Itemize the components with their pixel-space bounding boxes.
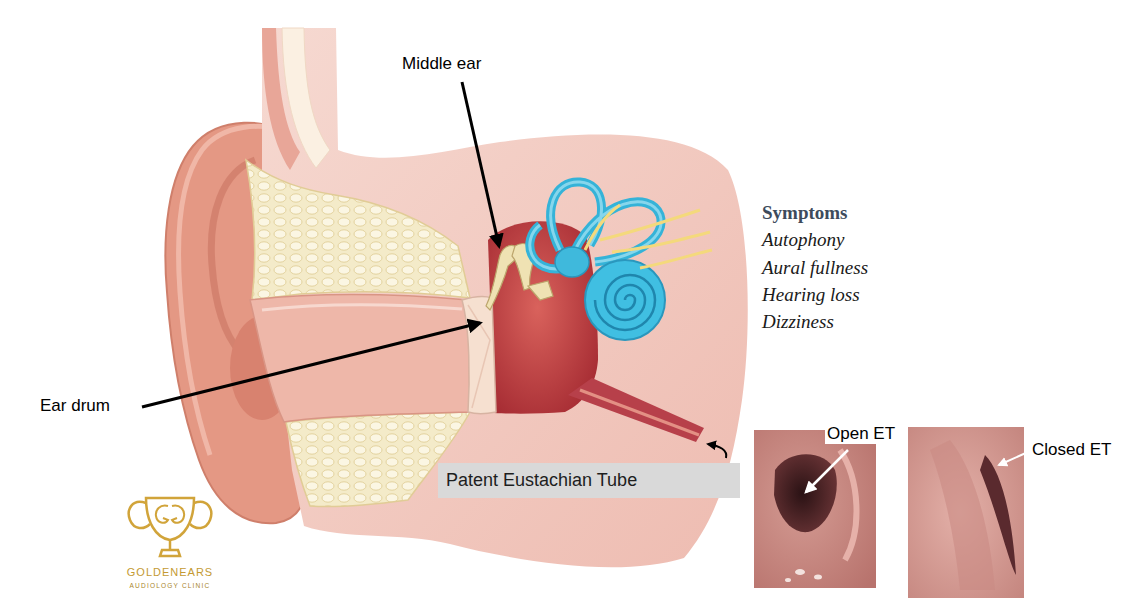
part-label: Middle ear <box>402 54 481 74</box>
logo-glyph <box>172 506 184 523</box>
nerves <box>640 250 712 268</box>
eustachian-tube <box>568 378 704 442</box>
cup-handle <box>190 502 211 528</box>
torus-fold <box>840 450 856 560</box>
curved-arrow <box>708 444 726 458</box>
cup-bowl <box>146 498 194 540</box>
endoscope-photo-open <box>754 430 876 588</box>
cochlea <box>585 260 665 340</box>
leader-arrow <box>142 323 480 407</box>
box-text: Patent Eustachian Tube <box>446 470 732 491</box>
tube-slit <box>980 455 1016 575</box>
symptom-item: Autophony <box>762 229 844 251</box>
nerves <box>585 205 712 268</box>
tube-lumen <box>580 390 699 435</box>
ear-canal <box>250 295 470 422</box>
vestibule <box>555 247 589 277</box>
cup-base <box>160 550 180 556</box>
list-heading: Symptoms <box>762 202 848 224</box>
canal-lining <box>262 305 462 310</box>
label-box: Patent Eustachian Tube <box>438 463 740 498</box>
nerves <box>600 210 700 240</box>
logo-tagline: AUDIOLOGY CLINIC <box>130 582 211 589</box>
symptom-item: Dizziness <box>762 311 834 333</box>
clinic-logo <box>129 498 211 556</box>
endoscope-photo-open <box>785 578 791 582</box>
nerves <box>585 205 620 250</box>
photo-label: Open ET <box>825 424 897 444</box>
endoscope-photo-open <box>754 430 876 588</box>
ear-drum-cone <box>468 305 490 408</box>
logo-wordmark: GOLDENEARS <box>127 566 213 579</box>
photo-label: Closed ET <box>1032 440 1111 460</box>
canal-highlight <box>530 182 661 269</box>
logo-glyph <box>156 506 168 523</box>
ear-drum <box>462 297 496 414</box>
endoscope-photo-open <box>814 575 822 580</box>
endoscope-photo-closed <box>908 427 1024 598</box>
symptom-item: Hearing loss <box>762 284 860 306</box>
upper-bone <box>246 160 470 300</box>
nerves <box>612 232 710 252</box>
endoscope-photo-open <box>795 569 805 575</box>
tube-opening <box>774 454 837 532</box>
stapes <box>528 281 553 300</box>
cup-handle <box>129 502 150 528</box>
pointer-arrow <box>999 452 1028 465</box>
ossicles <box>486 244 553 310</box>
cartilage-layer <box>282 28 330 168</box>
cochlea-spiral <box>595 275 655 330</box>
pointer-arrow <box>806 450 848 492</box>
symptom-item: Aural fullness <box>762 257 868 279</box>
cup-stem <box>169 540 172 550</box>
endoscope-photo-closed <box>908 427 1024 598</box>
part-label: Ear drum <box>40 396 110 416</box>
inner-ear <box>530 182 665 340</box>
leader-arrow <box>462 82 499 246</box>
